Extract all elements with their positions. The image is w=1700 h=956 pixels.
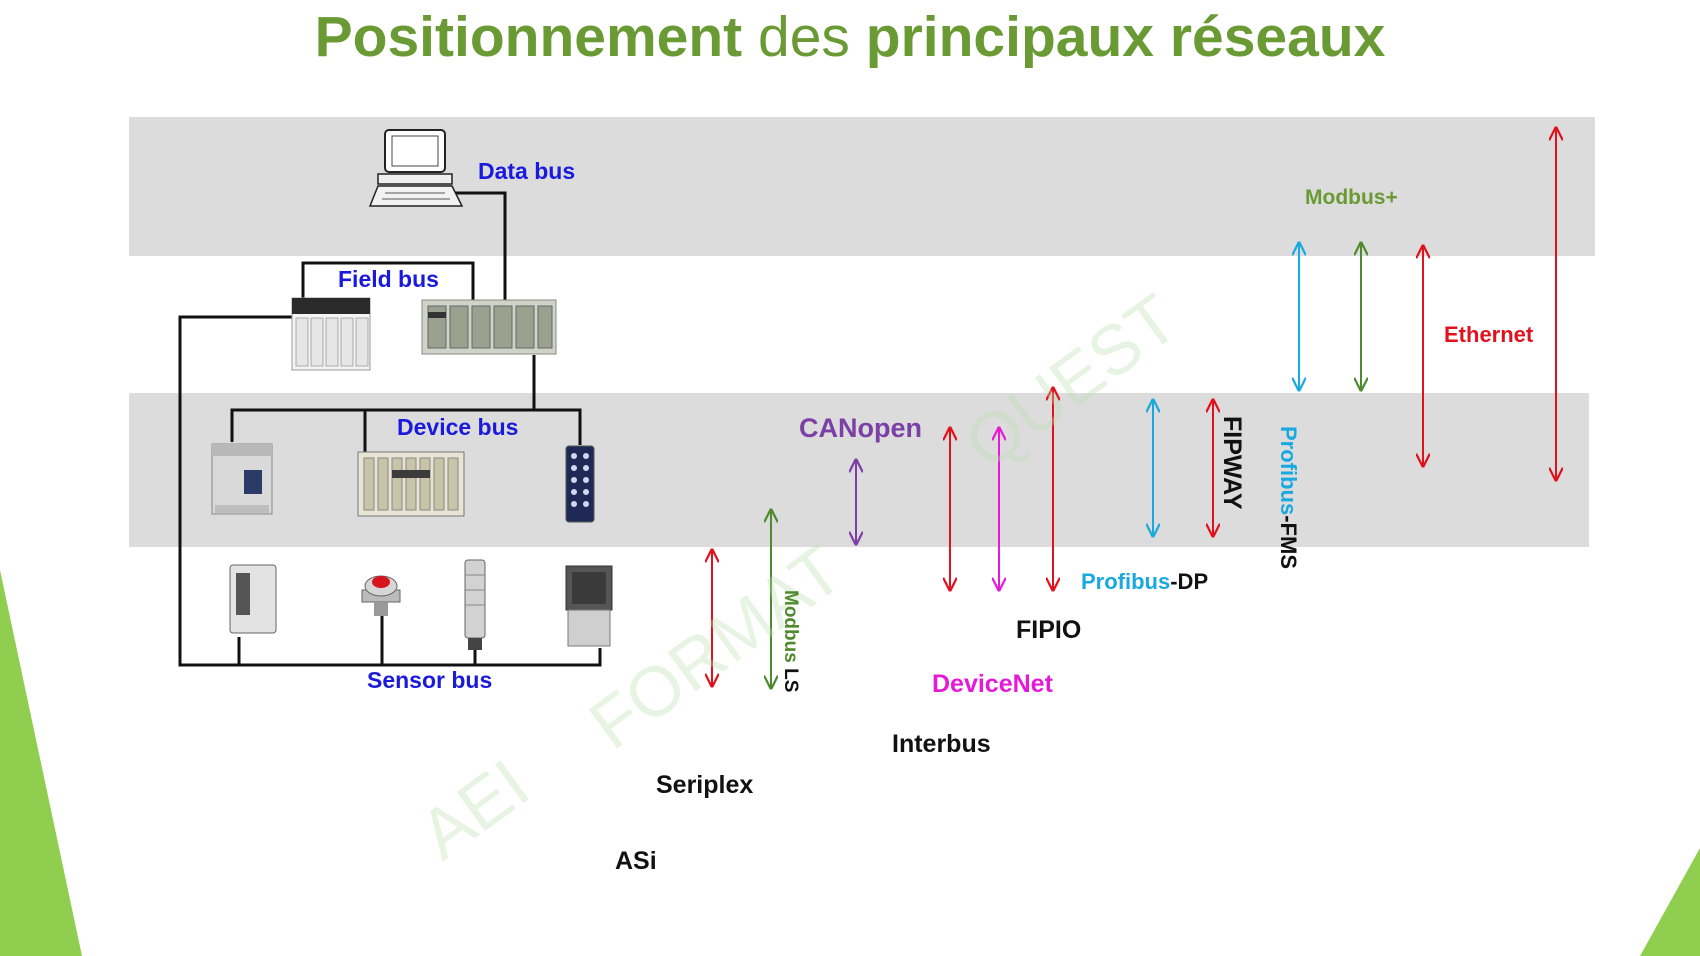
canopen-label: CANopen: [799, 413, 922, 443]
profibus-fms-label-part1: Profibus: [1276, 426, 1301, 516]
modbus-plus-label: Modbus+: [1305, 186, 1398, 209]
profibus-dp-label: Profibus-DP: [1081, 569, 1208, 595]
data-level-band: [129, 117, 1595, 256]
bus-connection-lines: [178, 191, 602, 667]
profibus-fms-label: Profibus-FMS: [1275, 426, 1301, 569]
title-light: des: [758, 5, 850, 69]
photoelectric-sensor-icon: [229, 564, 277, 634]
push-button-icon: [361, 575, 401, 616]
device-bus-label: Device bus: [397, 414, 519, 440]
slide-title: Positionnement des principaux réseaux: [0, 4, 1700, 70]
data-bus-label: Data bus: [478, 158, 576, 184]
fipio-label: FIPIO: [1016, 616, 1082, 644]
sensor-bus-label: Sensor bus: [367, 667, 493, 693]
plc-rack-icon: [291, 297, 371, 371]
ethernet-label: Ethernet: [1444, 322, 1534, 347]
modbus-ls-label: Modbus LS: [779, 590, 801, 692]
profibus-fms-label-part2: -FMS: [1276, 515, 1301, 569]
computer-icon: [368, 129, 464, 207]
profibus-dp-label-part1: Profibus: [1081, 569, 1171, 594]
right-decor-shape: [1640, 848, 1700, 956]
modbus-ls-label-part1: Modbus: [780, 590, 801, 663]
fipway-label: FIPWAY: [1218, 416, 1246, 510]
left-decor-shape: [0, 570, 82, 956]
seriplex-label: Seriplex: [656, 771, 754, 799]
distributed-io-block-icon: [565, 445, 595, 523]
inductive-sensor-icon: [565, 565, 613, 647]
plc-controller-icon: [421, 299, 557, 355]
signal-tower-icon: [464, 559, 486, 650]
interbus-label: Interbus: [892, 730, 991, 758]
asi-label: ASi: [615, 847, 657, 875]
io-module-rack-icon: [357, 451, 465, 517]
title-strong-2: principaux réseaux: [865, 5, 1386, 69]
profibus-dp-label-part2: -DP: [1170, 569, 1209, 594]
title-strong-1: Positionnement: [314, 5, 743, 69]
modbus-ls-label-part2: LS: [780, 662, 801, 693]
field-bus-label: Field bus: [338, 266, 439, 292]
devicenet-label: DeviceNet: [932, 670, 1053, 698]
variable-speed-drive-icon: [211, 443, 273, 515]
